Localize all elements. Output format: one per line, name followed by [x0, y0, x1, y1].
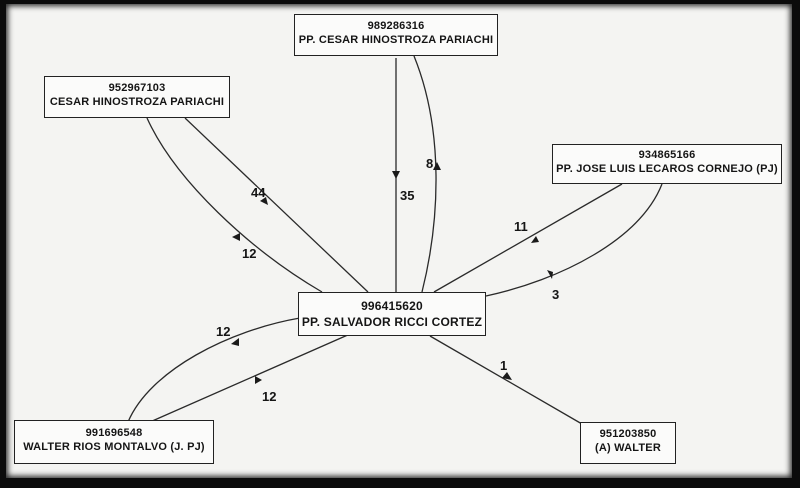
node-bottom-right-phone: 951203850	[599, 428, 657, 440]
edge-center-to-right-arrow	[531, 236, 539, 243]
node-bottom-left-name: WALTER RIOS MONTALVO (J. PJ)	[23, 441, 205, 453]
node-top-name: PP. CESAR HINOSTROZA PARIACHI	[298, 34, 494, 46]
node-top-phone: 989286316	[367, 20, 425, 32]
edge-topleft-to-center-label: 44	[251, 185, 266, 200]
node-top-left-phone: 952967103	[108, 82, 166, 94]
edge-top-to-center-label: 35	[400, 188, 414, 203]
edge-bottomright-to-center-arrow	[502, 372, 512, 380]
node-right-name: PP. JOSE LUIS LECAROS CORNEJO (PJ)	[556, 163, 778, 175]
edge-right-to-center	[485, 183, 663, 297]
edge-bottomleft-to-center-label: 12	[216, 324, 230, 339]
edge-center-to-bottomleft-label: 12	[262, 389, 276, 404]
edge-topleft-to-center-arrow	[260, 197, 268, 205]
node-top-left: 952967103 CESAR HINOSTROZA PARIACHI	[44, 76, 230, 118]
edge-bottomright-to-center-label: 1	[500, 358, 507, 373]
edge-center-to-top-arrow	[433, 162, 441, 170]
node-bottom-right: 951203850 (A) WALTER	[580, 422, 676, 464]
edge-center-to-right-label: 11	[514, 219, 528, 234]
edge-top-to-center-arrow	[392, 171, 400, 179]
edge-right-to-center-arrow	[547, 270, 553, 279]
node-right: 934865166 PP. JOSE LUIS LECAROS CORNEJO …	[552, 144, 782, 184]
edge-topleft-to-center	[184, 117, 369, 293]
node-center-phone: 996415620	[361, 299, 423, 313]
edge-center-to-topleft-label: 12	[242, 246, 256, 261]
edge-center-to-bottomleft-arrow	[255, 376, 262, 384]
edge-bottomright-to-center	[429, 335, 583, 425]
edge-bottomleft-to-center-arrow	[231, 338, 239, 346]
node-bottom-left: 991696548 WALTER RIOS MONTALVO (J. PJ)	[14, 420, 214, 464]
edge-center-to-right	[433, 183, 623, 293]
edge-center-to-topleft-arrow	[232, 233, 240, 241]
edge-right-to-center-label: 3	[552, 287, 559, 302]
node-bottom-right-name: (A) WALTER	[595, 442, 661, 454]
node-center: 996415620 PP. SALVADOR RICCI CORTEZ	[298, 292, 486, 336]
node-center-name: PP. SALVADOR RICCI CORTEZ	[301, 315, 483, 329]
node-bottom-left-phone: 991696548	[85, 427, 143, 439]
node-top-left-name: CESAR HINOSTROZA PARIACHI	[49, 96, 225, 108]
node-top: 989286316 PP. CESAR HINOSTROZA PARIACHI	[294, 14, 498, 56]
node-right-phone: 934865166	[638, 149, 696, 161]
edge-center-to-top	[413, 55, 437, 293]
edge-bottomleft-to-center	[127, 317, 301, 423]
edge-center-to-top-label: 8	[426, 156, 433, 171]
edge-center-to-bottomleft	[149, 333, 351, 423]
edge-center-to-topleft	[146, 117, 323, 293]
